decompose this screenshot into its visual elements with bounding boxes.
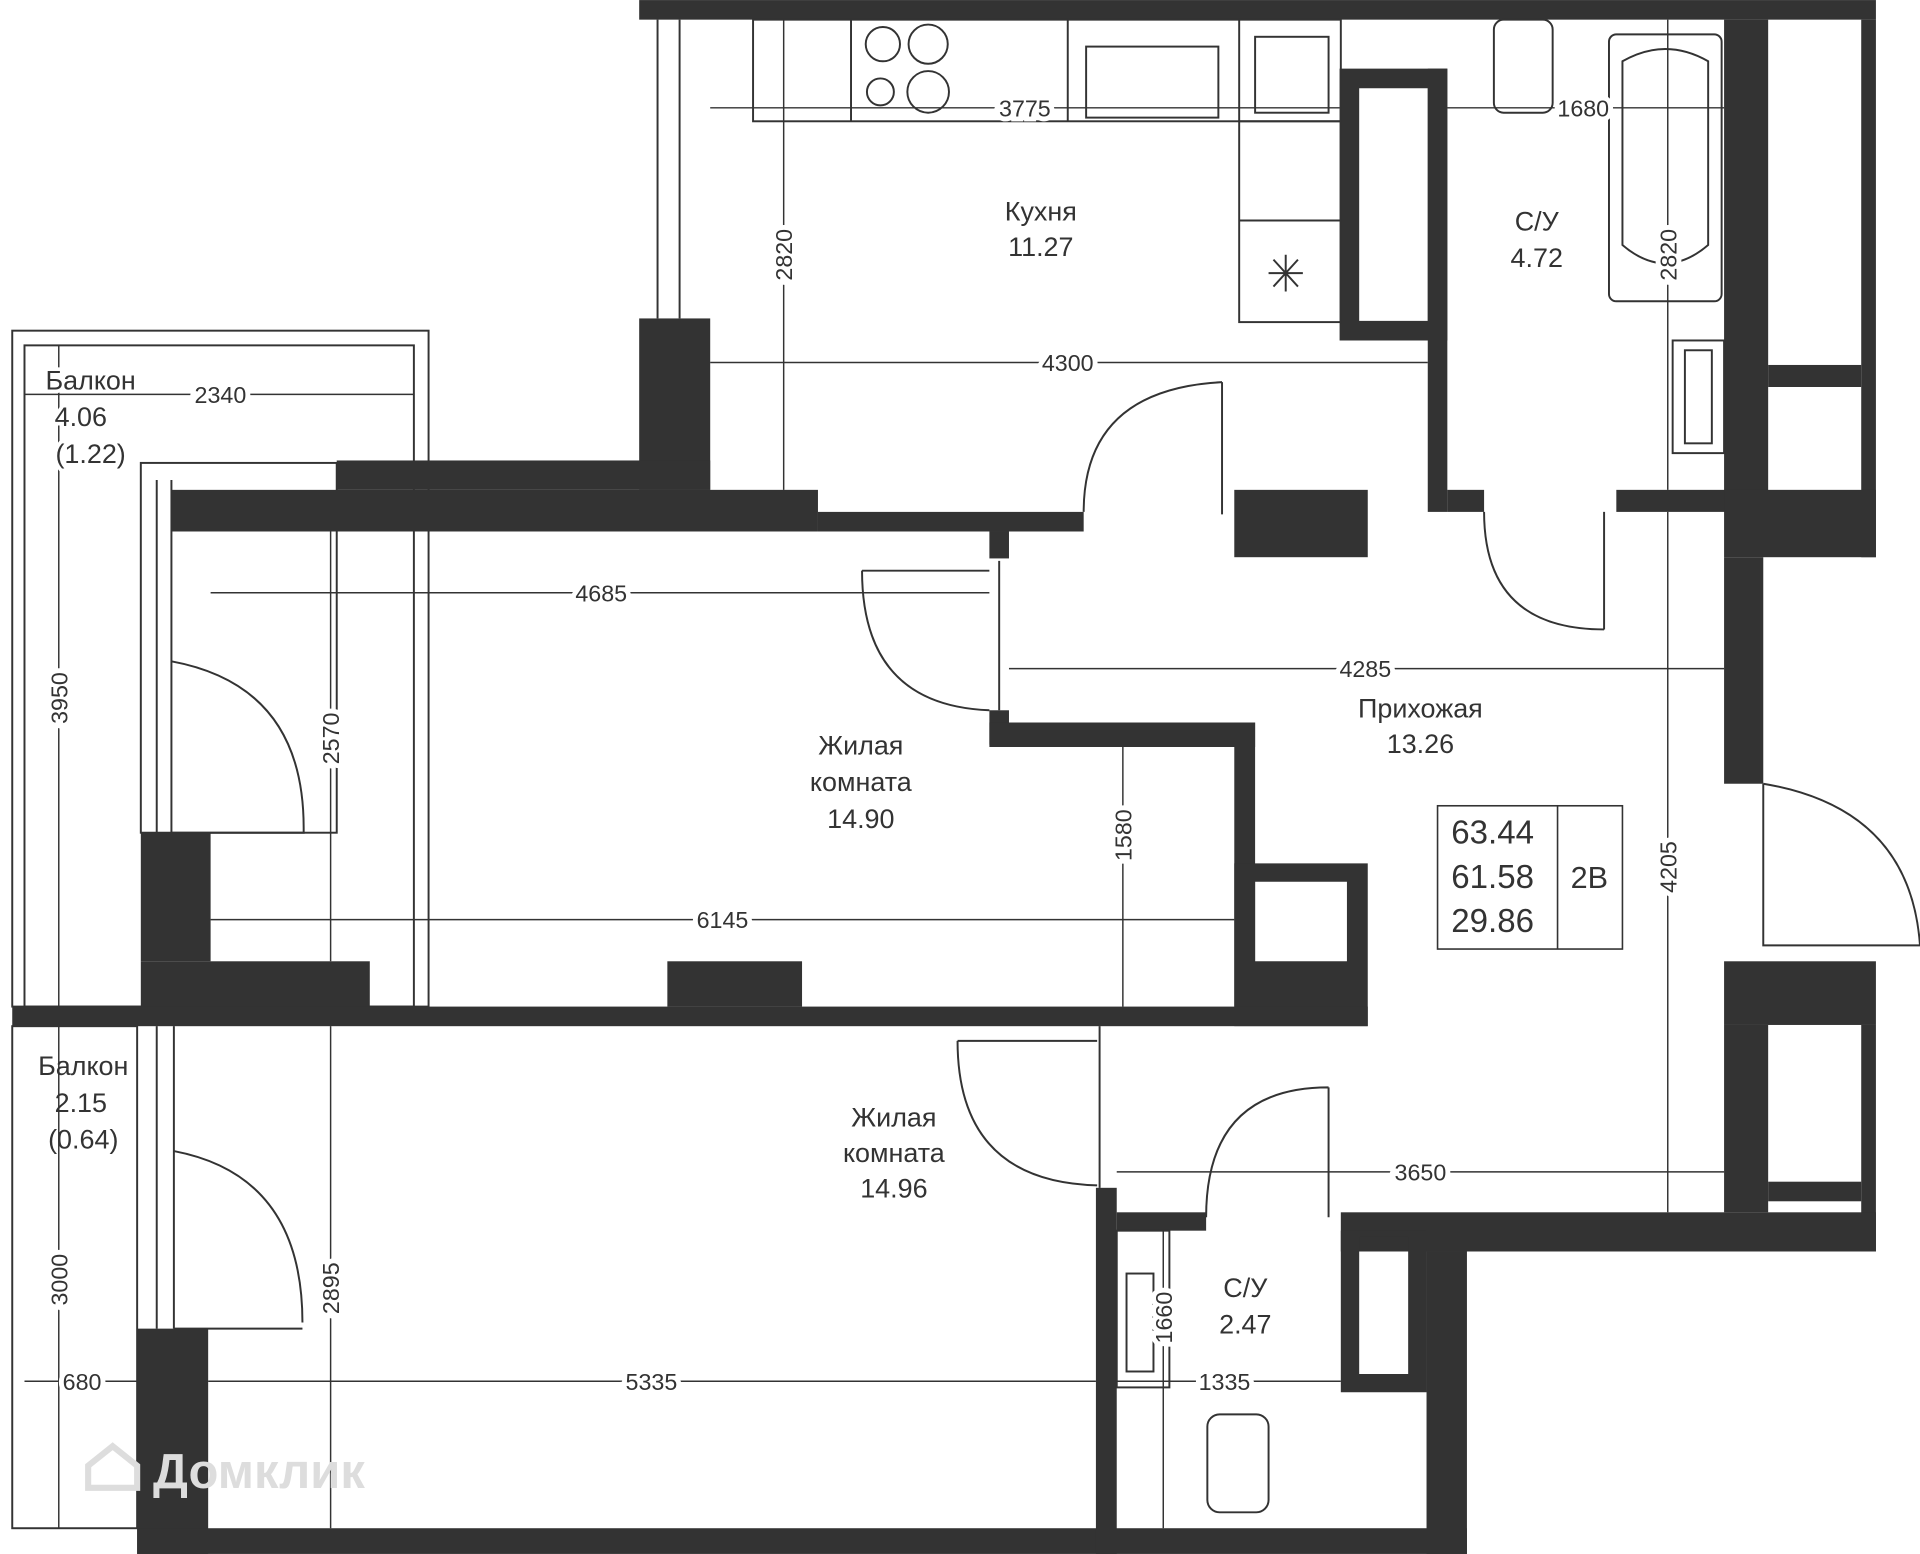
- house-logo-icon: [85, 1442, 141, 1491]
- balcony2-reduced-area: (0.64): [48, 1125, 118, 1155]
- balcony-outline: [11, 19, 681, 1530]
- dishwasher-icon: [1254, 35, 1330, 114]
- living2-name-1: Жилая: [851, 1103, 936, 1133]
- kitchen-fixtures: [752, 18, 1342, 324]
- dim-3650: 3650: [1395, 1159, 1447, 1185]
- balcony1-area: 4.06: [55, 402, 107, 432]
- walls: [12, 0, 1876, 1554]
- dim-2340: 2340: [195, 382, 247, 408]
- area-summary-box: 63.44 61.58 29.86 2В: [1436, 804, 1624, 950]
- dim-1680: 1680: [1557, 95, 1609, 121]
- living1-area: 14.90: [827, 804, 894, 834]
- dim-3000: 3000: [46, 1254, 72, 1306]
- dim-2570: 2570: [318, 713, 344, 765]
- living1-name-2: комната: [810, 767, 912, 797]
- toilet-icon: [1206, 1413, 1270, 1514]
- dim-3950: 3950: [46, 672, 72, 724]
- bath1-name: С/У: [1515, 206, 1560, 236]
- room-labels: Кухня 11.27 С/У 4.72 Балкон 4.06 (1.22) …: [38, 196, 1563, 1339]
- hall-name: Прихожая: [1358, 694, 1483, 724]
- door-swing-icon: [173, 1150, 304, 1330]
- living2-name-2: комната: [843, 1138, 945, 1168]
- dim-4205: 4205: [1655, 841, 1681, 893]
- kitchen-sink-icon: [1085, 45, 1220, 119]
- door-swing-icon: [171, 660, 305, 834]
- washbasin-icon: [1115, 1229, 1171, 1389]
- door-swing-icon: [1483, 511, 1606, 631]
- stove-burner-icon: [907, 23, 949, 65]
- dimension-lines: [24, 19, 1725, 1529]
- dim-5335: 5335: [626, 1369, 678, 1395]
- toilet-icon: [1492, 18, 1554, 114]
- dim-2820-bath: 2820: [1655, 229, 1681, 281]
- dim-2820-kitchen: 2820: [771, 229, 797, 281]
- apartment-type: 2В: [1571, 861, 1608, 895]
- total-area: 63.44: [1451, 815, 1534, 852]
- door-swing-icon: [956, 1026, 1101, 1188]
- stove-burner-icon: [865, 77, 895, 107]
- door-swing-icon: [1082, 381, 1224, 515]
- dimension-labels: 3775 1680 2820 4300 2820 2340 3950 4685 …: [41, 90, 1686, 1399]
- bathtub-icon: [1608, 33, 1723, 303]
- living-total-area: 61.58: [1451, 859, 1534, 896]
- living-area: 29.86: [1451, 903, 1534, 940]
- dim-2895: 2895: [318, 1262, 344, 1314]
- washbasin-icon: [1671, 339, 1726, 455]
- balcony2-area: 2.15: [55, 1088, 107, 1118]
- living1-name-1: Жилая: [818, 730, 903, 760]
- dim-1660: 1660: [1151, 1292, 1177, 1344]
- dim-3775: 3775: [999, 95, 1051, 121]
- dim-4285: 4285: [1339, 656, 1391, 682]
- bath2-name: С/У: [1223, 1273, 1268, 1303]
- doors: [171, 381, 1920, 1330]
- kitchen-area: 11.27: [1008, 232, 1073, 262]
- entrance-door-icon: [1762, 782, 1920, 947]
- watermark-text: Домклик: [153, 1445, 365, 1499]
- balcony1-reduced-area: (1.22): [55, 439, 125, 469]
- kitchen-name: Кухня: [1005, 196, 1077, 226]
- dim-6145: 6145: [697, 907, 749, 933]
- stove-burner-icon: [864, 26, 901, 63]
- dim-4685: 4685: [575, 580, 627, 606]
- domclick-watermark: Домклик: [85, 1442, 365, 1499]
- dim-1335: 1335: [1199, 1369, 1251, 1395]
- balcony2-name: Балкон: [38, 1051, 128, 1081]
- dim-680: 680: [63, 1369, 102, 1395]
- refrigerator-icon: [1268, 254, 1303, 292]
- bathroom-fixtures: [1115, 18, 1726, 1514]
- dim-4300: 4300: [1042, 350, 1094, 376]
- hall-area: 13.26: [1387, 729, 1454, 759]
- door-swing-icon: [1205, 1086, 1330, 1218]
- stove-burner-icon: [906, 70, 950, 114]
- bath2-area: 2.47: [1219, 1310, 1271, 1340]
- balcony1-name: Балкон: [45, 365, 135, 395]
- living2-area: 14.96: [860, 1174, 927, 1204]
- door-swing-icon: [861, 560, 1001, 712]
- dim-1580: 1580: [1110, 809, 1136, 861]
- bath1-area: 4.72: [1511, 243, 1563, 273]
